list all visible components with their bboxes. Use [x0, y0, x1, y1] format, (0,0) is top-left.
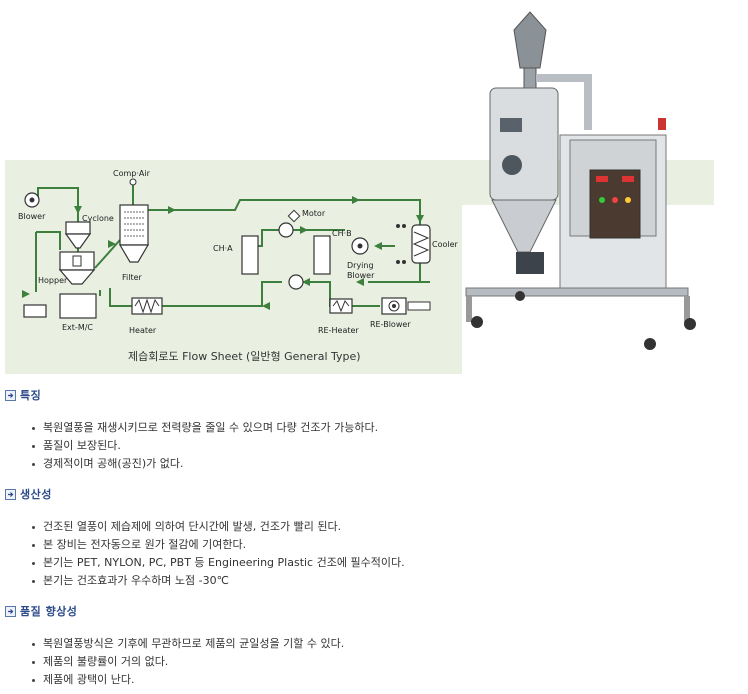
label-ch-b: CH·B — [332, 229, 352, 238]
heater-icon — [131, 297, 163, 315]
dryer-machine-image — [462, 11, 718, 375]
list-item: 본기는 PET, NYLON, PC, PBT 등 Engineering Pl… — [32, 554, 405, 572]
ext-mc-icon — [59, 293, 97, 319]
ch-b-column-icon — [313, 235, 331, 275]
flow-sheet-caption: 제습회로도 Flow Sheet (일반형 General Type) — [128, 349, 361, 363]
list-item: 복원열풍방식은 기후에 무관하므로 제품의 균일성을 기할 수 있다. — [32, 635, 344, 653]
drain-tank-icon — [23, 304, 47, 318]
label-re-blower: RE-Blower — [370, 320, 411, 329]
label-drying: Drying — [347, 261, 374, 270]
label-hopper: Hopper — [38, 276, 68, 285]
section-title: 생산성 — [20, 488, 52, 501]
re-blower-icon — [381, 297, 431, 315]
list-item: 제품의 불량률이 거의 없다. — [32, 653, 344, 671]
arrow-right-icon — [5, 605, 16, 617]
quality-list: 복원열풍방식은 기후에 무관하므로 제품의 균일성을 기할 수 있다. 제품의 … — [32, 635, 344, 689]
list-item: 복원열풍을 재생시키므로 전력량을 줄일 수 있으며 다량 건조가 가능하다. — [32, 419, 378, 437]
motor-valve-icon — [278, 209, 301, 238]
label-re-heater: RE-Heater — [318, 326, 359, 335]
list-item: 본 장비는 전자동으로 원가 절감에 기여한다. — [32, 536, 405, 554]
pipe-lines — [35, 185, 430, 307]
label-cyclone: Cyclone — [82, 214, 114, 223]
section-header: 생산성 — [5, 486, 705, 502]
label-drying-blower: Blower — [347, 271, 375, 280]
drying-blower-icon — [351, 237, 369, 255]
label-motor: Motor — [302, 209, 326, 218]
ch-a-column-icon — [241, 235, 259, 275]
list-item: 제품에 광택이 난다. — [32, 671, 344, 689]
section-header: 품질 향상성 — [5, 603, 705, 619]
flow-sheet-diagram: Comp·Air Blower Cyclone Hopper Ext-M/C F… — [18, 11, 718, 375]
section-productivity: 생산성 건조된 열풍이 제습제에 의하여 단시간에 발생, 건조가 빨리 된다.… — [5, 486, 705, 587]
section-title: 특징 — [20, 389, 42, 402]
productivity-list: 건조된 열풍이 제습제에 의하여 단시간에 발생, 건조가 빨리 된다. 본 장… — [32, 518, 405, 590]
section-header: 특징 — [5, 387, 705, 403]
hopper-icon — [58, 251, 96, 285]
label-filter: Filter — [122, 273, 143, 282]
section-title: 품질 향상성 — [20, 605, 78, 618]
switch-valve-icon — [288, 274, 304, 290]
label-blower: Blower — [18, 212, 46, 221]
arrow-right-icon — [5, 389, 16, 401]
filter-icon — [118, 178, 150, 263]
cyclone-icon — [64, 221, 92, 249]
list-item: 본기는 건조효과가 우수하며 노점 -30℃ — [32, 572, 405, 590]
arrow-right-icon — [5, 488, 16, 500]
label-cooler: Cooler — [432, 240, 459, 249]
list-item: 품질이 보장된다. — [32, 437, 378, 455]
list-item: 건조된 열풍이 제습제에 의하여 단시간에 발생, 건조가 빨리 된다. — [32, 518, 405, 536]
re-heater-icon — [329, 298, 353, 314]
section-quality: 품질 향상성 복원열풍방식은 기후에 무관하므로 제품의 균일성을 기할 수 있… — [5, 603, 705, 686]
product-figure: Comp·Air Blower Cyclone Hopper Ext-M/C F… — [5, 11, 718, 375]
label-comp-air: Comp·Air — [113, 169, 151, 178]
blower-icon — [24, 192, 40, 208]
label-ch-a: CH·A — [213, 244, 233, 253]
label-heater: Heater — [129, 326, 157, 335]
label-ext-mc: Ext-M/C — [62, 323, 93, 332]
feature-list: 복원열풍을 재생시키므로 전력량을 줄일 수 있으며 다량 건조가 가능하다. … — [32, 419, 378, 473]
section-features: 특징 복원열풍을 재생시키므로 전력량을 줄일 수 있으며 다량 건조가 가능하… — [5, 387, 705, 470]
list-item: 경제적이며 공해(공진)가 없다. — [32, 455, 378, 473]
cooler-icon — [396, 224, 431, 264]
